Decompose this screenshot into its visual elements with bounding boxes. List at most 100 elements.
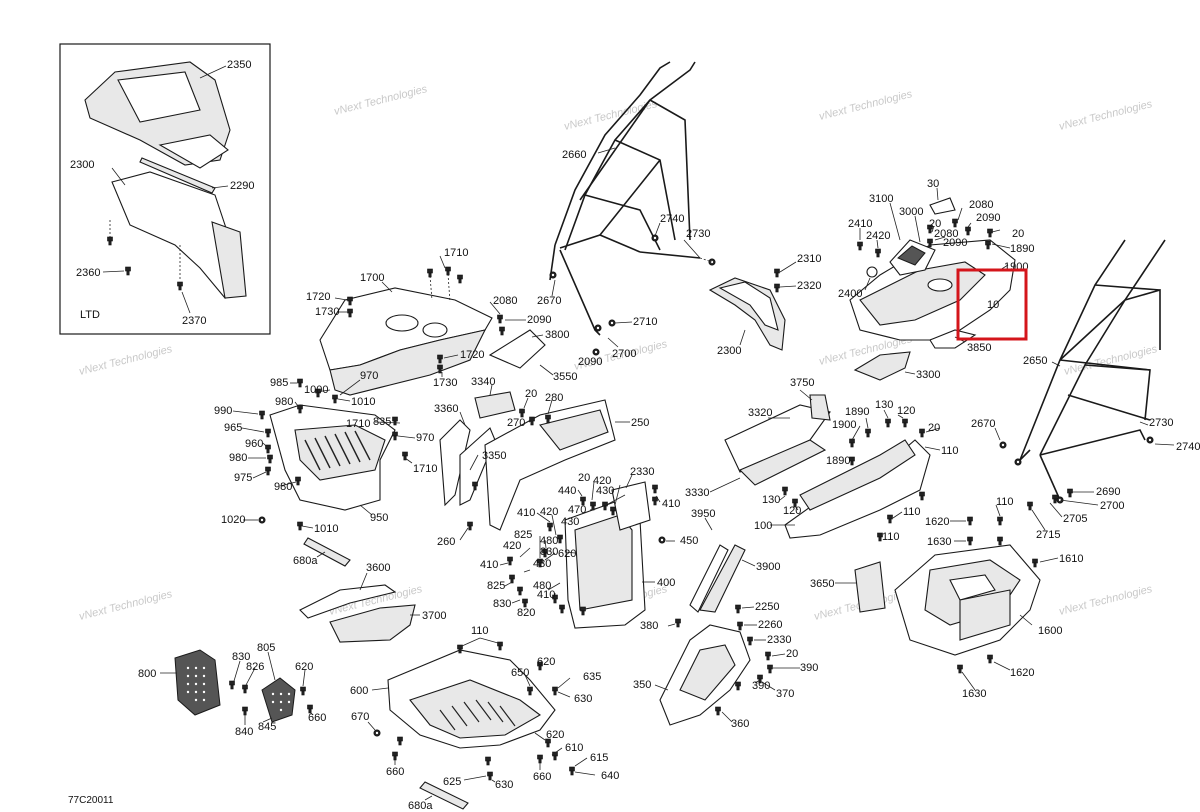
label-635: 635: [583, 671, 601, 683]
label-950: 950: [370, 512, 388, 524]
label-2670: 2670: [971, 418, 995, 430]
console-3000: 30 3100 3000 2080 2410 2420 20 2080 2090…: [838, 178, 1034, 354]
label-800: 800: [138, 668, 156, 680]
door-400: 2330 440 20 420 430 470 410 410 420 480 …: [480, 466, 698, 629]
label-620: 620: [558, 548, 576, 560]
label-2310: 2310: [797, 253, 821, 265]
label-20: 20: [786, 648, 798, 660]
label-3330: 3330: [685, 487, 709, 499]
cover-3300: 3300: [853, 351, 940, 381]
label-3340: 3340: [471, 376, 495, 388]
label-420: 420: [593, 475, 611, 487]
label-2650: 2650: [1023, 355, 1047, 367]
panel-3900: 3950 3900: [689, 508, 780, 613]
label-110: 110: [996, 496, 1014, 508]
label-650: 650: [511, 667, 529, 679]
label-20: 20: [928, 422, 940, 434]
watermark-text: vNext Technologies: [1058, 583, 1154, 618]
panel-3800: 3800 3550: [488, 329, 577, 383]
label-2670: 2670: [537, 295, 561, 307]
label-1720: 1720: [306, 291, 330, 303]
label-1000: 1000: [304, 384, 328, 396]
label-3100: 3100: [869, 193, 893, 205]
label-680a: 680a: [293, 555, 318, 567]
label-350: 350: [633, 679, 651, 691]
label-2090: 2090: [527, 314, 551, 326]
highlight-part-10: 10: [956, 268, 1028, 341]
label-3750: 3750: [790, 377, 814, 389]
label-2730: 2730: [1149, 417, 1173, 429]
label-2715: 2715: [1036, 529, 1060, 541]
fender-2300: 2310 2320 2300: [708, 253, 821, 357]
label-620: 620: [546, 729, 564, 741]
label-1010: 1010: [351, 396, 375, 408]
label-960: 960: [245, 438, 263, 450]
label-20: 20: [929, 218, 941, 230]
label-2660: 2660: [562, 149, 586, 161]
label-970: 970: [416, 432, 434, 444]
label-3850: 3850: [967, 342, 991, 354]
label-2705: 2705: [1063, 513, 1087, 525]
label-2080: 2080: [493, 295, 517, 307]
label-3950: 3950: [691, 508, 715, 520]
label-410: 410: [537, 589, 555, 601]
label-3550: 3550: [553, 371, 577, 383]
label-1890: 1890: [826, 455, 850, 467]
label-3800: 3800: [545, 329, 569, 341]
bracket-350: 2250 380 2260 2330 20 390 390 370 350 36…: [633, 601, 818, 730]
label-2700: 2700: [612, 348, 636, 360]
panel-3600-3700: 3600 3700: [299, 562, 446, 643]
label-2320: 2320: [797, 280, 821, 292]
ltd-inset: 2350 2300 2290 2360 2370 LTD: [59, 43, 271, 335]
label-980: 980: [229, 452, 247, 464]
label-2410: 2410: [848, 218, 872, 230]
label-1720: 1720: [460, 349, 484, 361]
label-820: 820: [517, 607, 535, 619]
label-625: 625: [443, 776, 461, 788]
label-1710: 1710: [346, 418, 370, 430]
label-2350: 2350: [227, 59, 251, 71]
label-990: 990: [214, 405, 232, 417]
label-830: 830: [540, 546, 558, 558]
label-2080: 2080: [969, 199, 993, 211]
label-2090: 2090: [578, 356, 602, 368]
label-970: 970: [360, 370, 378, 382]
label-830: 830: [493, 598, 511, 610]
label-100: 100: [754, 520, 772, 532]
label-680a: 680a: [408, 800, 433, 812]
dashboard-1700: 1710 1700 1720 1730 2080 2090 1720 1730: [306, 247, 551, 396]
label-3700: 3700: [422, 610, 446, 622]
label-835: 835: [373, 416, 391, 428]
label-660: 660: [308, 712, 326, 724]
label-670: 670: [351, 711, 369, 723]
label-805: 805: [257, 642, 275, 654]
watermark-text: vNext Technologies: [78, 343, 174, 378]
label-840: 840: [235, 726, 253, 738]
label-1730: 1730: [433, 377, 457, 389]
label-410: 410: [480, 559, 498, 571]
label-630: 630: [574, 693, 592, 705]
label-110: 110: [882, 531, 900, 543]
label-2080: 2080: [934, 228, 958, 240]
label-110: 110: [903, 506, 921, 518]
label-2370: 2370: [182, 315, 206, 327]
label-110: 110: [941, 445, 959, 457]
label-280: 280: [545, 392, 563, 404]
label-3000: 3000: [899, 206, 923, 218]
label-420: 420: [540, 506, 558, 518]
label-610: 610: [565, 742, 583, 754]
tray-950: 985 970 1000 980 1010 990 965 960 980 97…: [214, 370, 437, 535]
label-ltd: LTD: [80, 309, 100, 321]
label-430: 430: [561, 516, 579, 528]
label-270: 270: [507, 417, 525, 429]
label-2400: 2400: [838, 288, 862, 300]
label-3350: 3350: [482, 450, 506, 462]
label-1730: 1730: [315, 306, 339, 318]
diagram-code: 77C20011: [68, 795, 114, 806]
label-370: 370: [776, 688, 794, 700]
label-2420: 2420: [866, 230, 890, 242]
label-640: 640: [601, 770, 619, 782]
label-470: 470: [568, 504, 586, 516]
label-2260: 2260: [758, 619, 782, 631]
label-480: 480: [533, 580, 551, 592]
